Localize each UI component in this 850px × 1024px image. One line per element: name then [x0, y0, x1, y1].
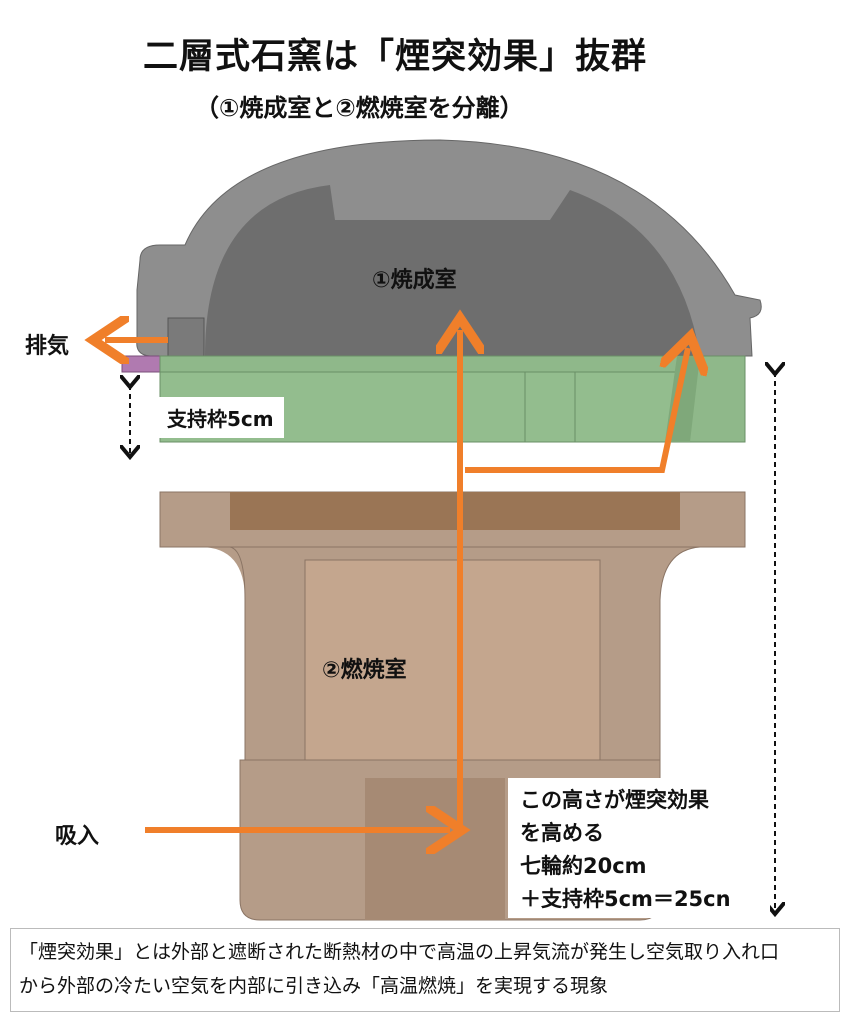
height-note: この高さが煙突効果 を高める 七輪約20cm ＋支持枠5cm＝25cn [508, 778, 770, 918]
intake-label: 吸入 [55, 824, 100, 849]
exhaust-port [167, 317, 205, 357]
description-line: から外部の冷たい空気を内部に引き込み「高温燃焼」を実現する現象 [19, 975, 609, 997]
height-note-line: 七輪約20cm [520, 854, 647, 878]
page-title: 二層式石窯は「煙突効果」抜群 [142, 37, 647, 77]
support-frame-label: 支持枠5cm [157, 397, 284, 438]
height-note-line: を高める [520, 821, 604, 845]
combustion-chamber-label: ②燃焼室 [322, 658, 407, 683]
airflow-arrows [105, 330, 688, 830]
exhaust-label: 排気 [25, 334, 70, 359]
height-note-line: ＋支持枠5cm＝25cn [520, 887, 731, 911]
firing-chamber-label: ①焼成室 [372, 268, 457, 293]
height-note-line: この高さが煙突効果 [520, 788, 709, 812]
kiln-inner-chamber [205, 185, 700, 356]
side-updraft-arrow [465, 348, 688, 473]
description-box: 「煙突効果」とは外部と遮断された断熱材の中で高温の上昇気流が発生し空気取り入れ口… [10, 928, 840, 1012]
subtitle: （①焼成室と②燃焼室を分離） [195, 94, 524, 122]
stove-body [160, 547, 245, 600]
description-line: 「煙突効果」とは外部と遮断された断熱材の中で高温の上昇気流が発生し空気取り入れ口 [19, 941, 780, 963]
